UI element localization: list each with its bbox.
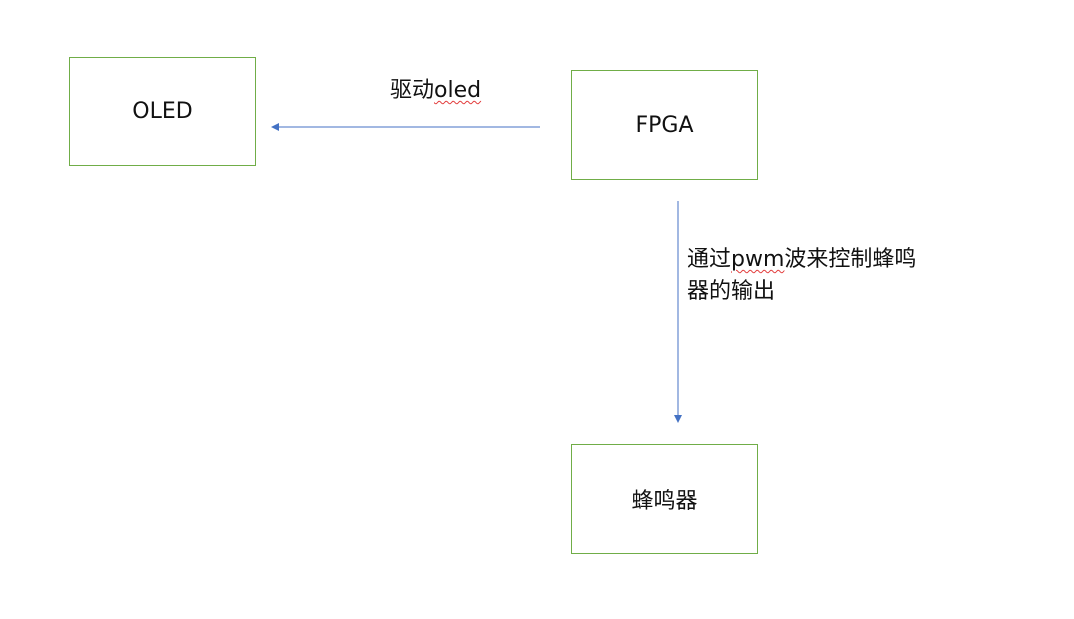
- oled-node-label: OLED: [132, 99, 193, 124]
- edge-label-pwm-word: pwm: [731, 247, 785, 272]
- edge-label-pwm-prefix: 通过: [687, 247, 732, 272]
- edge-label-drive-word: oled: [434, 78, 482, 103]
- edge-label-drive-prefix: 驱动: [390, 78, 435, 103]
- buzzer-node[interactable]: 蜂鸣器: [571, 444, 758, 554]
- oled-node[interactable]: OLED: [69, 57, 256, 166]
- fpga-node[interactable]: FPGA: [571, 70, 758, 180]
- edge-label-drive-oled: 驱动oled: [390, 75, 481, 107]
- edge-label-pwm-suffix: 波来控制蜂鸣 器的输出: [687, 247, 917, 304]
- buzzer-node-label: 蜂鸣器: [631, 489, 698, 514]
- fpga-node-label: FPGA: [635, 112, 694, 138]
- edge-label-pwm-control: 通过pwm波来控制蜂鸣 器的输出: [687, 244, 967, 308]
